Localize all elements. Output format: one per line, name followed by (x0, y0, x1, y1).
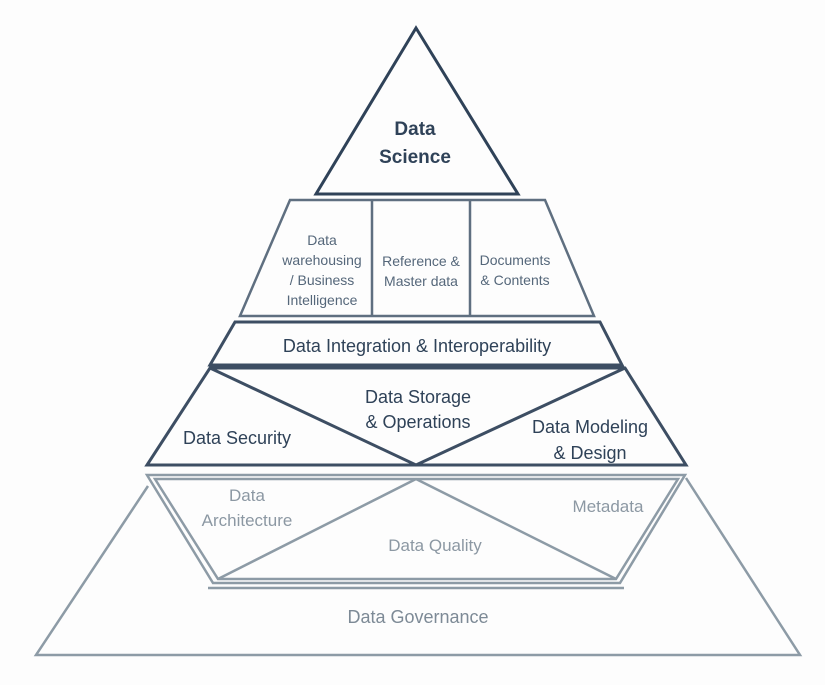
data-warehousing-label: Data warehousing / Business Intelligence (281, 232, 361, 308)
reference-master-data-label: Reference & Master data (382, 253, 460, 289)
metadata-label: Metadata (573, 497, 644, 516)
tier2-block (238, 198, 596, 318)
data-architecture-label-1: Data (229, 486, 265, 505)
text-line: warehousing (281, 252, 361, 268)
text-line: / Business (290, 272, 355, 288)
text-line: Data (307, 232, 337, 248)
data-modeling-label-2: & Design (553, 443, 626, 463)
text-line: Master data (384, 273, 458, 289)
data-security-label: Data Security (183, 428, 291, 448)
data-quality-label: Data Quality (388, 536, 482, 555)
data-science-triangle (313, 25, 521, 196)
data-modeling-label-1: Data Modeling (532, 417, 648, 437)
data-architecture-label-2: Architecture (202, 511, 293, 530)
text-line: Intelligence (287, 292, 358, 308)
tier4-block (144, 366, 689, 467)
documents-contents-label: Documents & Contents (480, 252, 551, 288)
data-science-label-1: Data (394, 119, 436, 140)
tier5-block (144, 473, 688, 585)
text-line: & Contents (480, 272, 549, 288)
text-line: Reference & (382, 253, 460, 269)
text-line: Documents (480, 252, 551, 268)
data-integration-label: Data Integration & Interoperability (283, 336, 551, 356)
data-science-label-2: Science (379, 147, 451, 168)
tier3-block (207, 320, 625, 367)
data-governance-label: Data Governance (347, 607, 488, 627)
data-storage-label-2: & Operations (365, 412, 470, 432)
data-storage-label-1: Data Storage (365, 387, 471, 407)
data-governance-block (33, 477, 803, 657)
